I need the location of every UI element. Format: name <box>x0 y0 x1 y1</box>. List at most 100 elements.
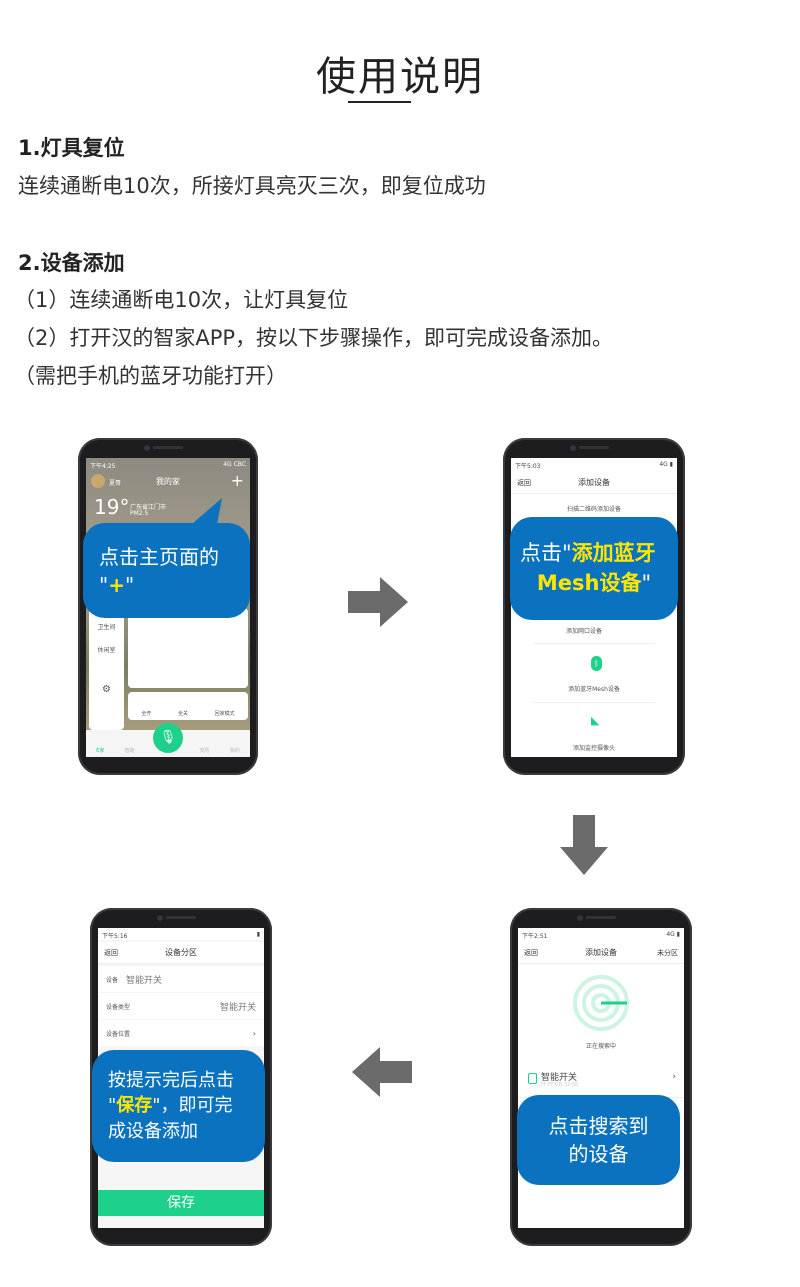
bubble-text: 点击搜索到 <box>548 1114 649 1138</box>
status-icons: 4G CBC <box>223 461 246 468</box>
status-time: 下午4:25 <box>90 463 116 470</box>
highlight: 添加蓝牙 <box>571 541 656 566</box>
nav-me[interactable]: 我的 <box>229 748 240 754</box>
row-device-value: 智能开关 <box>126 975 163 986</box>
bluetooth-icon: ᛒ <box>591 656 602 671</box>
bubble-text: 按提示完后点击 <box>108 1070 234 1092</box>
camera-dot <box>577 915 583 921</box>
switch-icon <box>528 1073 537 1084</box>
row-device: 设备智能开关 <box>98 966 264 992</box>
bubble-text: "，即可完 <box>152 1095 233 1117</box>
arrow-down-icon <box>560 815 608 875</box>
radar-icon <box>573 975 629 1031</box>
add-mesh-option[interactable]: 添加蓝牙Mesh设备 <box>568 686 620 693</box>
bubble-step2: 点击"添加蓝牙 Mesh设备" <box>510 517 678 620</box>
row-type: 设备类型 智能开关 <box>98 993 264 1019</box>
camera-dot <box>570 445 576 451</box>
device-card <box>128 608 248 688</box>
pm25: PM2.5 <box>130 510 149 517</box>
nav-home[interactable]: E家 <box>96 748 105 754</box>
speaker <box>579 446 609 449</box>
room-bathroom[interactable]: 卫生间 <box>97 624 116 631</box>
home-name: 我的家 <box>156 477 180 486</box>
room-list: 卫生间 休闲室 ⚙ <box>89 608 124 730</box>
screen-title: 添加设备 <box>578 478 610 487</box>
speaker <box>166 916 196 919</box>
chevron-right-icon: › <box>672 1072 676 1082</box>
device-name: 智能开关 <box>541 1073 578 1083</box>
step-2: （2）打开汉的智家APP，按以下步骤操作，即可完成设备添加。 <box>14 326 614 350</box>
nav-smart[interactable]: 智能 <box>124 748 135 754</box>
temperature: 19° <box>94 495 130 519</box>
camera-dot <box>157 915 163 921</box>
back-button[interactable]: 返回 <box>524 948 538 957</box>
quote: " <box>108 1095 117 1117</box>
page-title: 使用说明 <box>316 54 484 100</box>
screen-title: 设备分区 <box>165 948 197 957</box>
room-lounge[interactable]: 休闲室 <box>97 647 116 654</box>
back-button[interactable]: 返回 <box>104 948 118 957</box>
highlight: 保存 <box>116 1095 153 1117</box>
screen-title: 添加设备 <box>585 948 617 957</box>
arrow-right-icon <box>348 577 408 627</box>
scene-all-on[interactable]: 全开 <box>141 711 152 717</box>
nav-security[interactable]: 安防 <box>199 748 210 754</box>
status-time: 下午5:03 <box>515 463 541 470</box>
divider <box>533 643 655 644</box>
found-device-row[interactable]: 智能开关 FF:FF:CB:32:68 › <box>518 1060 684 1098</box>
scene-home[interactable]: 回家模式 <box>214 711 235 717</box>
status-time: 下午5:16 <box>102 933 128 940</box>
section1-text: 连续通断电10次，所接灯具亮灭三次，即复位成功 <box>18 174 486 198</box>
scan-qr-option[interactable]: 扫描二维码添加设备 <box>566 506 621 513</box>
bubble-step1: 点击主页面的 "+" <box>83 523 250 618</box>
bubble-text: 成设备添加 <box>108 1120 198 1142</box>
add-lan-option[interactable]: 添加网口设备 <box>565 628 602 635</box>
step-1: （1）连续通断电10次，让灯具复位 <box>14 288 349 312</box>
chevron-right-icon: › <box>252 1028 256 1038</box>
phone-search: 下午2:51 4G ▮ 返回 添加设备 未分区 正在搜索中 智能开关 FF:FF:CB… <box>510 908 692 1246</box>
highlight: + <box>108 572 125 597</box>
device-mac: FF:FF:CB:32:68 <box>541 1082 579 1088</box>
camera-icon: ◣ <box>591 714 600 727</box>
quote: " <box>99 572 109 597</box>
row-location[interactable]: 设备位置 › <box>98 1020 264 1046</box>
add-camera-option[interactable]: 添加监控摄像头 <box>572 745 615 752</box>
row-device-label: 设备 <box>106 976 119 984</box>
bubble-text: 点击" <box>520 541 572 566</box>
row-location-label: 设备位置 <box>106 1030 131 1038</box>
zone-button[interactable]: 未分区 <box>657 948 678 957</box>
status-icons: 4G ▮ <box>659 461 673 468</box>
quote: " <box>124 572 135 597</box>
arrow-left-icon <box>352 1047 412 1097</box>
save-button[interactable]: 保存 <box>98 1190 264 1216</box>
step-3: （需把手机的蓝牙功能打开） <box>14 364 287 388</box>
back-button[interactable]: 返回 <box>517 478 531 487</box>
user-name[interactable]: 夏哥 <box>109 480 122 487</box>
scene-bar: 全开 全关 回家模式 <box>128 692 248 720</box>
bubble-step4: 按提示完后点击 "保存"，即可完 成设备添加 <box>92 1050 265 1162</box>
add-plus-button[interactable]: + <box>230 471 244 490</box>
status-icons: ▮ <box>256 931 260 938</box>
section1-heading: 1.灯具复位 <box>18 136 125 160</box>
row-type-value: 智能开关 <box>219 1002 256 1013</box>
settings-icon[interactable]: ⚙ <box>102 684 111 695</box>
bubble-text: 点击主页面的 <box>99 544 219 569</box>
searching-text: 正在搜索中 <box>585 1043 616 1050</box>
bubble-text: 的设备 <box>568 1142 629 1166</box>
title-underline <box>348 101 411 103</box>
highlight: Mesh设备 <box>536 570 642 595</box>
microphone-button[interactable]: 🎙 <box>153 723 183 753</box>
speaker <box>153 446 183 449</box>
speaker <box>586 916 616 919</box>
status-icons: 4G ▮ <box>666 931 680 938</box>
avatar[interactable] <box>91 474 105 488</box>
camera-dot <box>144 445 150 451</box>
row-type-label: 设备类型 <box>106 1003 131 1011</box>
divider <box>533 702 655 703</box>
section2-heading: 2.设备添加 <box>18 251 125 275</box>
status-time: 下午2:51 <box>522 933 548 940</box>
scene-all-off[interactable]: 全关 <box>177 711 188 717</box>
city: 广东省江门市 <box>130 504 167 511</box>
bubble-step3: 点击搜索到 的设备 <box>517 1095 680 1185</box>
quote: " <box>641 570 652 595</box>
